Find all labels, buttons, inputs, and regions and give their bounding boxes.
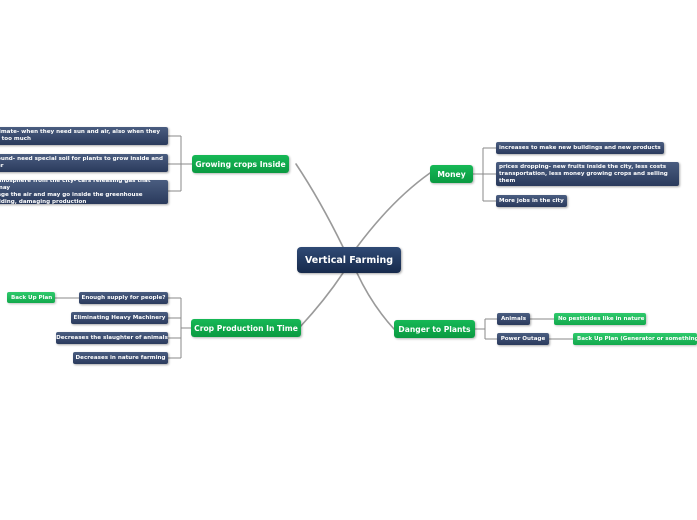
subtopic-animals[interactable]: Animals: [497, 313, 530, 325]
topic-growing-crops-inside[interactable]: Growing crops Inside: [192, 155, 289, 173]
subtopic-power-outage[interactable]: Power Outage: [497, 333, 549, 345]
bracket-danger: [475, 318, 497, 340]
link-central-crop: [299, 272, 344, 328]
subtopic-prices-dropping[interactable]: prices dropping- new fruits inside the c…: [496, 162, 679, 186]
bracket-money: [473, 147, 496, 202]
subtopic-climate[interactable]: limate- when they need sun and air, also…: [0, 127, 168, 145]
central-topic[interactable]: Vertical Farming: [297, 247, 401, 273]
topic-money[interactable]: Money: [430, 165, 473, 183]
no-pesticides-leaf[interactable]: No pesticides like in nature: [554, 313, 646, 325]
subtopic-atmosphere[interactable]: tmosphere from the city- cars releasing …: [0, 180, 168, 204]
subtopic-more-jobs[interactable]: More jobs in the city: [496, 195, 567, 207]
bracket-crop: [168, 297, 191, 359]
subtopic-eliminating-machinery[interactable]: Eliminating Heavy Machinery: [71, 312, 168, 324]
topic-danger-to-plants[interactable]: Danger to Plants: [394, 320, 475, 338]
link-central-growing: [295, 163, 344, 248]
subtopic-decreases-slaughter[interactable]: Decreases the slaughter of animals: [56, 332, 168, 344]
subtopic-ground[interactable]: ound- need special soil for plants to gr…: [0, 154, 168, 172]
subtopic-enough-supply[interactable]: Enough supply for people?: [79, 292, 168, 304]
subtopic-increases[interactable]: increases to make new buildings and new …: [496, 142, 664, 154]
link-central-money: [356, 172, 431, 248]
back-up-plan-crop[interactable]: Back Up Plan: [7, 292, 55, 303]
subtopic-decreases-nature-farming[interactable]: Decreases in nature farming: [73, 352, 168, 364]
topic-crop-production[interactable]: Crop Production In Time: [191, 319, 301, 337]
bracket-growing: [168, 135, 192, 192]
back-up-plan-generator-leaf[interactable]: Back Up Plan (Generator or something: [573, 333, 697, 345]
link-central-danger: [356, 272, 395, 330]
